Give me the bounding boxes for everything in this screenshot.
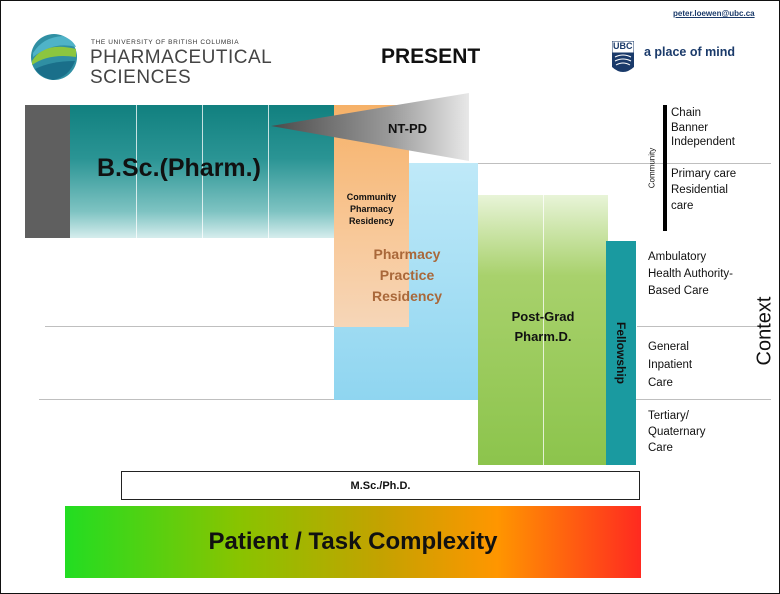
university-line: THE UNIVERSITY OF BRITISH COLUMBIA [91, 39, 240, 46]
ubc-crest-icon [611, 40, 635, 72]
ambulatory-item-1: Ambulatory [648, 251, 707, 263]
bsc-label: B.Sc.(Pharm.) [97, 154, 261, 182]
primary-item-3: care [671, 200, 694, 212]
community-item-chain: Chain [671, 107, 702, 119]
community-residency-line-3: Residency [348, 216, 395, 226]
postgrad-divider [543, 195, 544, 465]
primary-items: Primary care Residential care [671, 166, 736, 214]
community-label: Community [647, 147, 657, 189]
fellowship-label: Fellowship [614, 321, 628, 385]
ntpd-label: NT-PD [388, 121, 427, 136]
tertiary-items: Tertiary/ Quaternary Care [648, 408, 706, 456]
general-item-1: General [648, 341, 689, 353]
community-item-banner: Banner [671, 121, 709, 134]
leaf-globe-icon [31, 34, 77, 80]
email: peter.loewen@ubc.ca [673, 9, 755, 18]
ntpd-triangle [271, 93, 469, 161]
bsc-divider-3 [268, 105, 269, 238]
msc-phd-box: M.Sc./Ph.D. [121, 471, 640, 500]
postgrad-line-2: Pharm.D. [514, 329, 572, 344]
community-residency-line-1: Community [346, 192, 397, 202]
bsc-divider-1 [136, 105, 137, 238]
bsc-gray-block [25, 105, 70, 238]
tagline: a place of mind [644, 45, 735, 59]
ambulatory-items: Ambulatory Health Authority- Based Care [648, 249, 733, 300]
practice-residency-line-3: Residency [371, 288, 443, 304]
primary-item-2: Residential [671, 184, 728, 196]
community-residency-label: Community Pharmacy Residency [334, 191, 409, 227]
context-line-4 [637, 326, 771, 327]
community-bar [663, 105, 667, 231]
general-item-3: Care [648, 377, 673, 389]
postgrad-line-1: Post-Grad [511, 309, 575, 324]
general-items: General Inpatient Care [648, 338, 692, 392]
complexity-label: Patient / Task Complexity [208, 528, 498, 555]
tertiary-item-3: Care [648, 442, 673, 454]
practice-residency-line-2: Practice [379, 267, 435, 283]
community-residency-line-2: Pharmacy [349, 204, 394, 214]
general-item-2: Inpatient [648, 359, 693, 371]
community-items: Chain Banner Independent [671, 106, 735, 150]
page-title: PRESENT [381, 45, 481, 68]
msc-phd-label: M.Sc./Ph.D. [350, 479, 411, 492]
ubc-crest: UBC [611, 40, 635, 77]
ubc-logo-text: UBC [613, 41, 633, 51]
postgrad-label: Post-Grad Pharm.D. [496, 307, 590, 347]
practice-residency-line-1: Pharmacy [373, 246, 441, 262]
fellowship-block [606, 241, 636, 465]
ambulatory-item-3: Based Care [648, 285, 709, 297]
context-line-1 [411, 163, 771, 164]
complexity-bar: Patient / Task Complexity [65, 506, 641, 578]
faculty-line1: PHARMACEUTICAL [90, 47, 273, 68]
community-item-independent: Independent [671, 136, 735, 148]
primary-item-1: Primary care [671, 168, 737, 180]
faculty-line2: SCIENCES [90, 67, 192, 88]
pharmsci-logo [29, 31, 79, 83]
practice-residency-label: Pharmacy Practice Residency [359, 244, 455, 307]
context-line-2 [45, 326, 605, 327]
bsc-divider-2 [202, 105, 203, 238]
tertiary-item-2: Quaternary [648, 426, 706, 438]
context-label: Context [753, 296, 776, 366]
ambulatory-item-2: Health Authority- [648, 268, 734, 280]
tertiary-item-1: Tertiary/ [648, 410, 689, 422]
